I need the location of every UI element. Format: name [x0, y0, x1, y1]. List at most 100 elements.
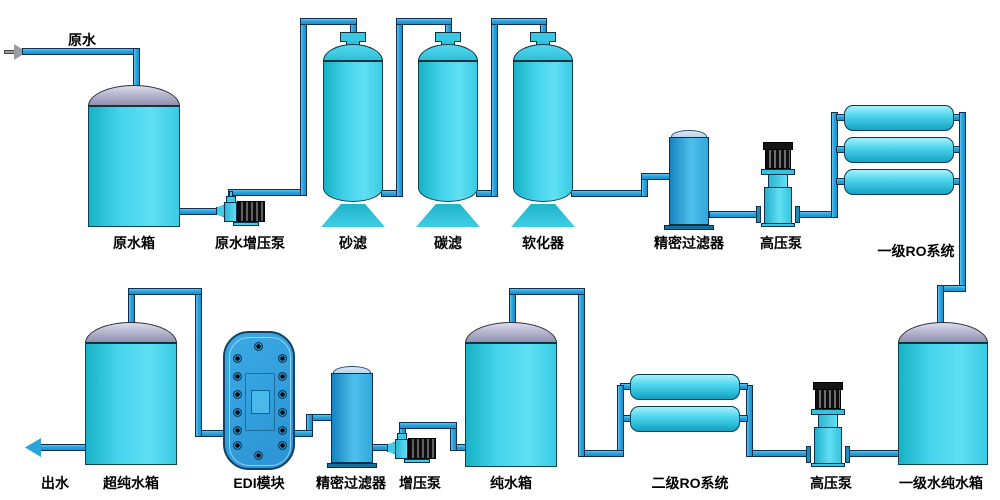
bolt-icon — [278, 354, 287, 363]
edi-module-label: EDI模块 — [233, 475, 285, 491]
pipe — [133, 48, 140, 88]
pump-body — [764, 187, 792, 224]
edi-center-square — [251, 390, 270, 414]
bolt-icon — [278, 390, 287, 399]
precision-filter-top-label: 精密过滤器 — [654, 235, 724, 251]
sand-filter-label: 砂滤 — [339, 235, 367, 251]
pipe — [300, 18, 307, 196]
pipe — [198, 430, 225, 437]
pipe — [959, 112, 966, 292]
tank-dome — [88, 85, 180, 106]
pump-pipe-flange — [795, 206, 800, 223]
filter-base — [664, 225, 714, 230]
bolt-icon — [233, 441, 242, 450]
tank-body — [465, 342, 557, 467]
pipe — [396, 18, 452, 25]
pump-motor — [237, 201, 265, 222]
bolt-icon — [254, 342, 263, 351]
pump-neck — [818, 414, 838, 428]
vessel-body — [418, 60, 478, 202]
pipe — [509, 294, 516, 325]
tank-body — [85, 342, 177, 465]
pipe — [179, 208, 221, 215]
pipe — [571, 190, 648, 197]
vessel-stand — [511, 204, 575, 227]
pipe — [491, 18, 498, 197]
ro-membrane-tube — [844, 169, 954, 195]
pump-base — [233, 222, 259, 226]
ro-membrane-tube — [844, 105, 954, 131]
pipe — [937, 285, 944, 325]
pipe — [195, 288, 202, 437]
pump-head — [224, 202, 237, 222]
tank-body — [898, 342, 988, 465]
pipe — [293, 430, 313, 437]
bolt-icon — [233, 390, 242, 399]
raw-water-tank-label: 原水箱 — [113, 235, 155, 251]
pipe — [578, 288, 585, 457]
pipe — [399, 422, 457, 429]
pipe — [509, 288, 585, 295]
pipe — [396, 18, 403, 197]
edi-frame — [245, 373, 275, 431]
bolt-icon — [278, 441, 287, 450]
pump-motor-fins — [815, 389, 841, 409]
bolt-icon — [278, 372, 287, 381]
carbon-filter-label: 碳滤 — [434, 235, 462, 251]
pump-motor — [408, 438, 436, 459]
stage1-pure-water-tank-label: 一级水纯水箱 — [899, 475, 983, 491]
high-pressure-pump-bottom-label: 高压泵 — [810, 475, 852, 491]
filter-base — [327, 463, 377, 468]
pump-body — [814, 427, 842, 464]
bolt-icon — [233, 354, 242, 363]
softener-label: 软化器 — [522, 235, 564, 251]
precision-filter-bottom-label: 精密过滤器 — [316, 475, 386, 491]
bolt-icon — [278, 426, 287, 435]
high-pressure-pump-top-label: 高压泵 — [760, 235, 802, 251]
bolt-icon — [233, 408, 242, 417]
filter-body — [669, 137, 709, 225]
ro-membrane-tube — [630, 374, 740, 400]
vessel-body — [323, 60, 383, 202]
pipe — [581, 450, 624, 457]
filter-body — [331, 373, 373, 463]
booster-pump-label: 增压泵 — [399, 475, 441, 491]
raw-water-label: 原水 — [68, 32, 96, 48]
edi-module — [223, 331, 295, 470]
vessel-body — [513, 60, 573, 202]
bolt-icon — [233, 372, 242, 381]
pipe — [617, 385, 624, 457]
tank-dome — [465, 322, 557, 343]
raw-water-booster-pump-label: 原水增压泵 — [215, 235, 285, 251]
edi-inner-outline — [229, 337, 291, 466]
pipe — [831, 112, 838, 218]
vessel-stand — [416, 204, 480, 227]
pipe — [300, 18, 357, 25]
pump-base — [761, 223, 795, 227]
pipe — [849, 450, 899, 457]
vessel-dome — [418, 44, 478, 61]
ultrapure-water-tank-label: 超纯水箱 — [103, 475, 159, 491]
tank-dome — [898, 322, 988, 343]
pipe — [228, 189, 307, 196]
stage1-ro-system-label: 一级RO系统 — [877, 243, 955, 259]
water-outlet-label: 出水 — [41, 475, 69, 491]
pipe — [371, 444, 389, 451]
pump-base — [811, 463, 845, 467]
bolt-icon — [233, 426, 242, 435]
bolt-icon — [254, 451, 263, 460]
outlet-arrow-icon — [25, 438, 41, 457]
stage2-ro-system-label: 二级RO系统 — [651, 475, 729, 491]
pure-water-tank-label: 纯水箱 — [490, 475, 532, 491]
pump-base — [404, 459, 430, 463]
pipe — [709, 211, 761, 218]
pump-pipe-flange — [806, 446, 811, 463]
pipe — [491, 18, 547, 25]
pump-head — [395, 439, 408, 459]
tank-body — [88, 105, 180, 227]
pipe — [751, 450, 807, 457]
pump-neck — [768, 174, 788, 188]
pipe — [39, 444, 86, 451]
pump-motor-fins — [765, 149, 791, 169]
